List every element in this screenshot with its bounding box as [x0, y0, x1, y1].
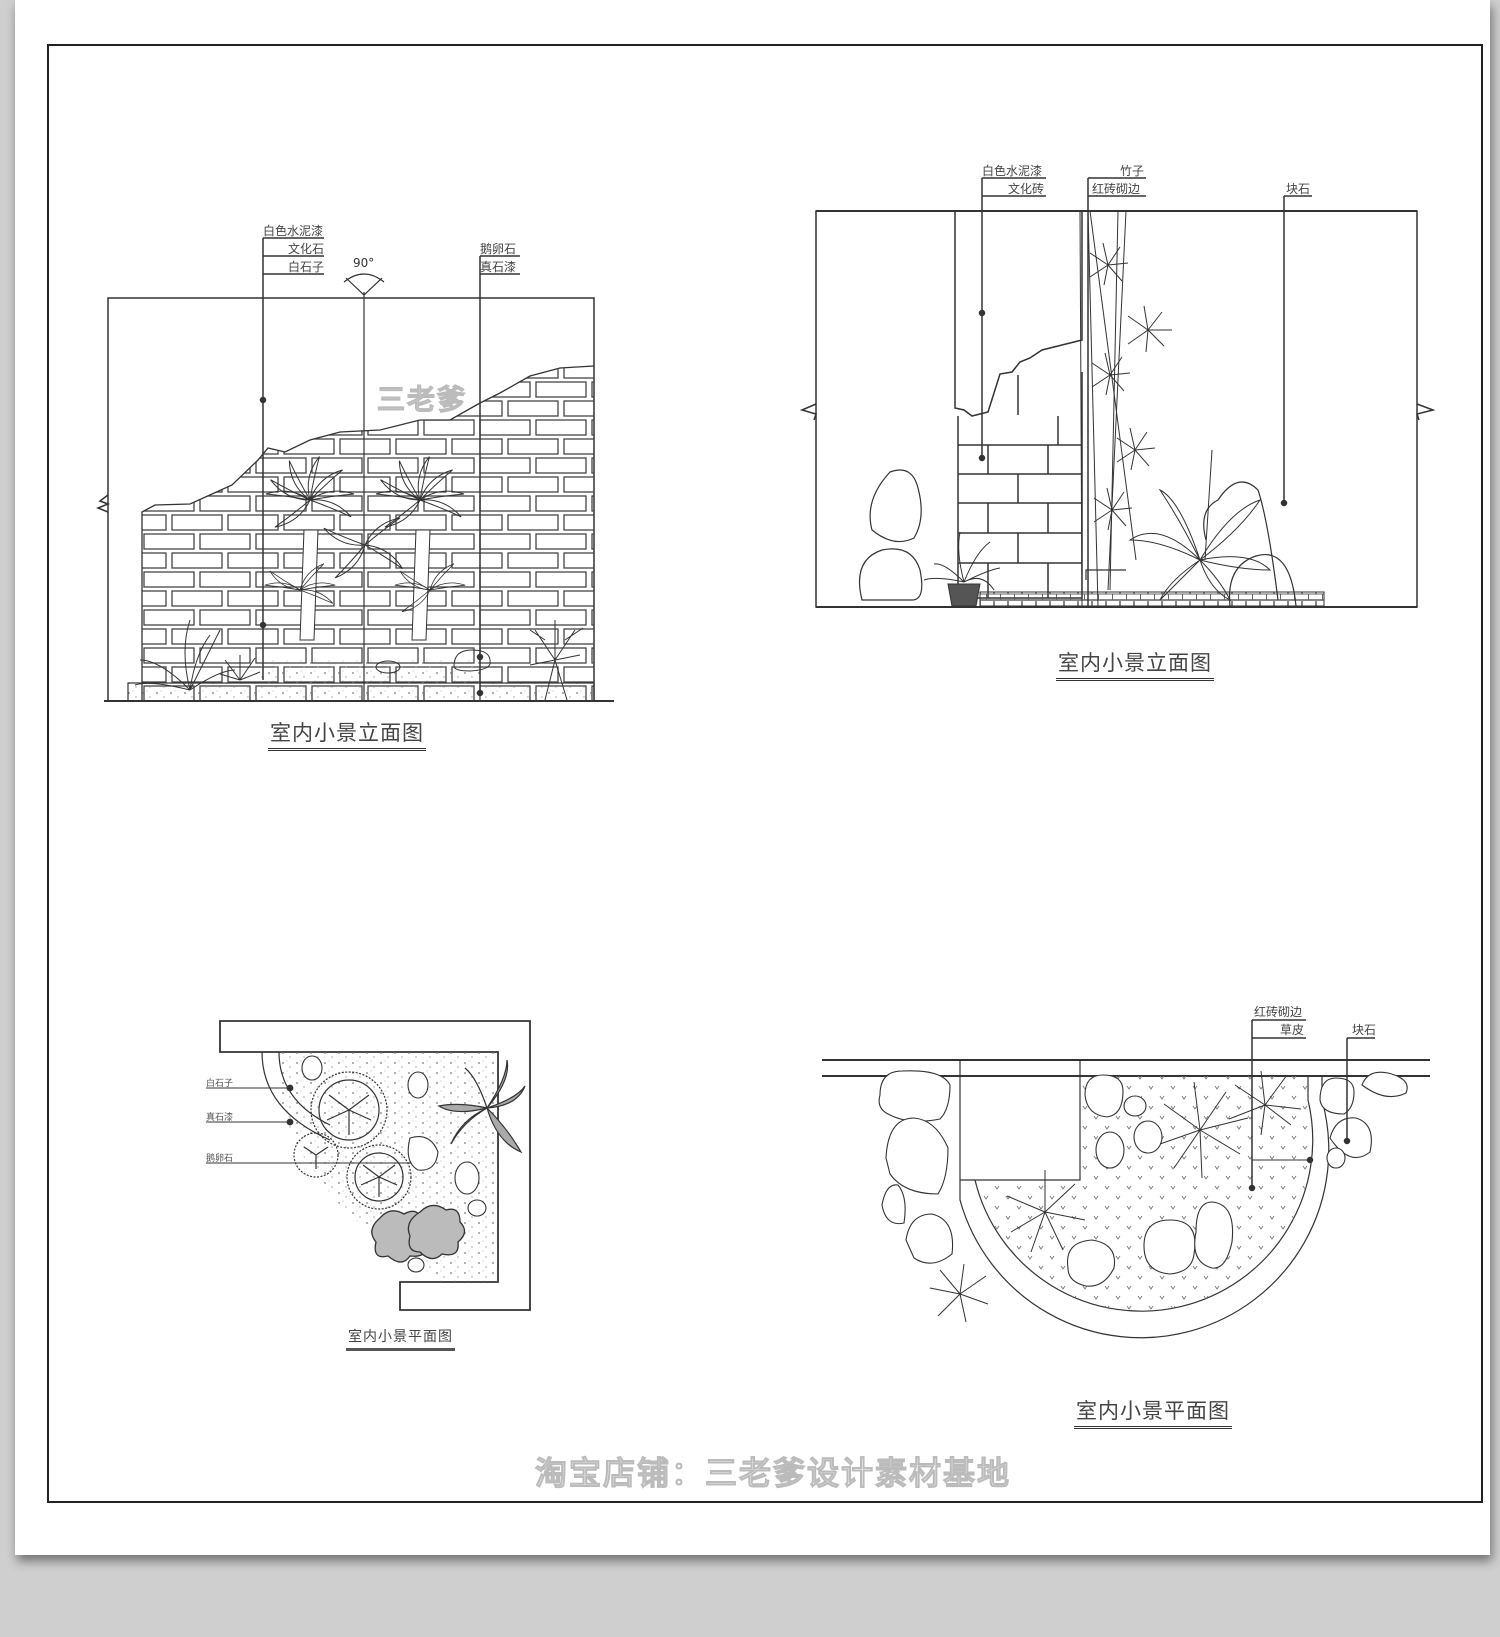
callout-white-pebbles: 白石子 [206, 1079, 234, 1089]
drawing-sheet [15, 0, 1490, 1555]
elevation-left-drawing [95, 237, 614, 702]
elevation-right-drawing [799, 177, 1436, 608]
callout-red-brick-edging: 红砖砌边 [1254, 1005, 1303, 1019]
callout-stone-paint: 真石漆 [206, 1113, 234, 1123]
callout-cultured-stone: 文化石 [288, 242, 325, 256]
callout-white-pebbles: 白石子 [288, 260, 325, 274]
callout-bamboo: 竹子 [1120, 164, 1145, 178]
callout-cobblestone: 鹅卵石 [206, 1154, 234, 1164]
watermark-shop: 淘宝店铺：三老爹设计素材基地 [534, 1454, 1012, 1493]
callout-turf: 草皮 [1280, 1023, 1305, 1037]
callout-block-stone: 块石 [1352, 1023, 1377, 1037]
callout-white-cement-paint: 白色水泥漆 [982, 164, 1043, 178]
plan-left-title: 室内小景平面图 [346, 1328, 455, 1351]
plan-left-drawing [206, 1020, 531, 1311]
watermark-overlay: 三老爹 [376, 383, 468, 417]
elevation-left-title: 室内小景立面图 [268, 720, 426, 751]
callout-cobblestone: 鹅卵石 [480, 242, 517, 256]
callout-stone-paint: 真石漆 [480, 260, 517, 274]
angle-label: 90° [353, 256, 375, 270]
callout-white-cement-paint: 白色水泥漆 [263, 224, 324, 238]
callout-block-stone: 块石 [1286, 182, 1311, 196]
plan-right-title: 室内小景平面图 [1074, 1398, 1232, 1429]
callout-cultured-brick: 文化砖 [1008, 182, 1045, 196]
callout-red-brick-edging: 红砖砌边 [1092, 182, 1141, 196]
drawing-border-frame [47, 44, 1483, 1503]
elevation-right-title: 室内小景立面图 [1056, 650, 1214, 681]
plan-right-drawing [822, 1019, 1430, 1339]
